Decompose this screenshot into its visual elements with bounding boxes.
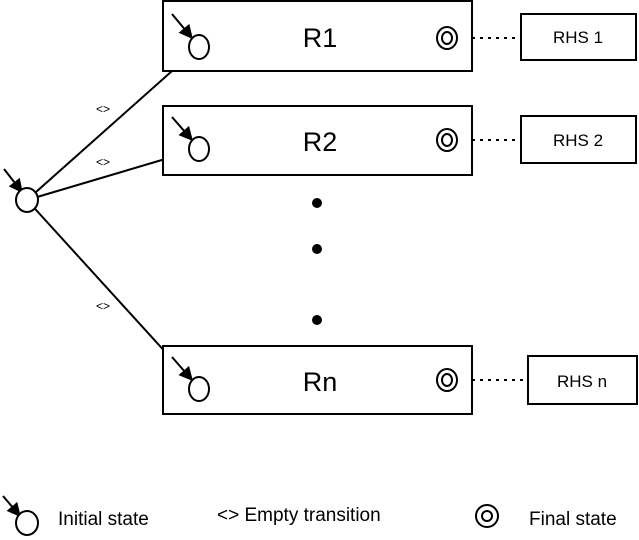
r2-initial-state [171, 116, 210, 162]
legend-final-label: Final state [529, 509, 617, 530]
rule-box-r2: R2 [162, 105, 473, 176]
rhs-label-n: RHS n [557, 372, 607, 391]
transition-to-r1 [26, 46, 200, 201]
edge-label-rn: <> [96, 299, 110, 313]
r1-initial-state [171, 13, 210, 60]
ellipsis-dot [312, 244, 322, 254]
legend-empty-label: <> Empty transition [217, 505, 381, 526]
rule-box-rn: Rn [162, 345, 473, 415]
rn-initial-state [171, 356, 210, 402]
rn-final-state [436, 368, 458, 392]
start-state [3, 168, 39, 213]
legend-initial-label: Initial state [58, 509, 149, 530]
rule-box-r1: R1 [162, 0, 473, 72]
rule-label-rn: Rn [303, 367, 338, 397]
legend-final-state-icon [475, 504, 499, 528]
rhs-box-2: RHS 2 [520, 115, 637, 164]
rhs-box-n: RHS n [527, 355, 638, 405]
legend: Initial state <> Empty transition Final … [2, 495, 617, 536]
rhs-label-2: RHS 2 [553, 131, 603, 150]
rhs-box-1: RHS 1 [520, 13, 637, 61]
ellipsis-dot [312, 315, 322, 325]
edge-label-r2: <> [96, 155, 110, 169]
r2-final-state [436, 128, 458, 152]
rule-label-r2: R2 [303, 127, 338, 157]
edge-label-r1: <> [96, 102, 110, 116]
rhs-label-1: RHS 1 [553, 28, 603, 47]
r1-final-state [436, 26, 458, 50]
legend-initial-state-icon [2, 495, 39, 536]
rule-label-r1: R1 [303, 23, 338, 53]
ellipsis-dot [312, 198, 322, 208]
